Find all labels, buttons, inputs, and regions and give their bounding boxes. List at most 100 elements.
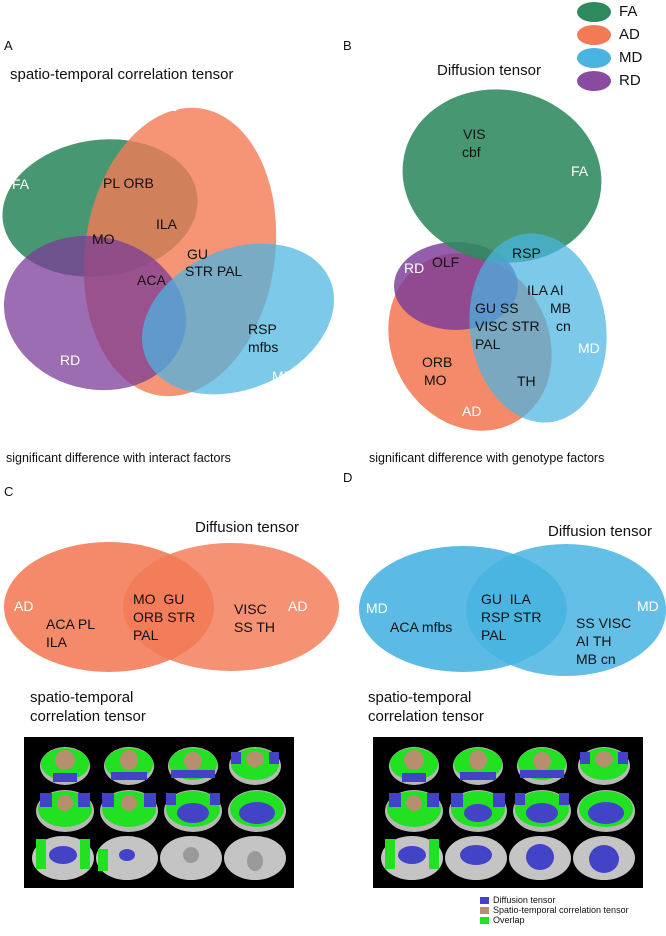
panel-d-title: Diffusion tensor xyxy=(548,523,652,540)
brain-slice xyxy=(577,790,635,832)
panel-a-label-ad: AD xyxy=(160,98,180,114)
panel-d-right-region: MB cn xyxy=(576,651,616,667)
panel-d-overlap-region: RSP STR xyxy=(481,609,542,625)
panel-b-label-rd: RD xyxy=(404,260,425,276)
panel-c-brain-slices xyxy=(24,737,294,888)
panel-a-region: GU xyxy=(187,246,208,262)
panel-b-label-fa: FA xyxy=(571,163,589,179)
panel-c-right-region: VISC xyxy=(234,601,267,617)
panel-b-letter: B xyxy=(343,38,352,53)
brain-slice xyxy=(578,747,630,785)
panel-d-overlap-region: GU ILA xyxy=(481,591,531,607)
panel-a-letter: A xyxy=(4,38,13,53)
panel-b-region: MO xyxy=(424,372,447,388)
brain-slice xyxy=(40,747,90,785)
panel-d-letter: D xyxy=(343,470,353,485)
panel-a-label-md: MD xyxy=(272,368,294,384)
brain-slice xyxy=(104,747,154,785)
panel-d-left-label: MD xyxy=(366,600,388,616)
panel-a-region: ACA xyxy=(137,272,166,288)
brain-row-1 xyxy=(389,747,630,785)
panel-a-region: mfbs xyxy=(248,339,279,355)
brain-slice xyxy=(229,747,281,785)
panel-c-right-region: SS TH xyxy=(234,619,275,635)
brain-slice xyxy=(168,747,218,785)
panel-b-region: GU SS xyxy=(475,300,519,316)
brain-slice xyxy=(36,790,94,832)
panel-b-region: VIS xyxy=(463,126,486,142)
panel-b-region: cbf xyxy=(462,144,481,160)
bottom-legend-label-spatio: Spatio-temporal correlation tensor xyxy=(493,905,629,915)
panel-c-overlap-region: MO GU xyxy=(133,591,185,607)
bottom-legend-swatch-spatio xyxy=(480,907,489,914)
panel-a-region: STR PAL xyxy=(185,263,243,279)
panel-c-right-ellipse xyxy=(123,543,339,671)
brain-slice xyxy=(449,790,507,832)
panel-c-bottom-title-line2: correlation tensor xyxy=(30,708,146,725)
panel-b-region: MB xyxy=(550,300,571,316)
legend-swatch-rd xyxy=(577,71,611,91)
legend-label-md: MD xyxy=(619,49,643,66)
panel-b-region: OLF xyxy=(432,254,460,270)
brain-slice xyxy=(453,747,503,785)
brain-slice xyxy=(228,790,286,832)
brain-row-3 xyxy=(32,836,286,880)
panel-b-region: TH xyxy=(517,373,536,389)
panel-c-title: Diffusion tensor xyxy=(195,519,299,536)
panel-b-title: Diffusion tensor xyxy=(437,62,541,79)
brain-row-3 xyxy=(381,836,635,880)
legend-label-rd: RD xyxy=(619,72,641,89)
panel-a-label-fa: FA xyxy=(12,176,30,192)
panel-d-right-region: SS VISC xyxy=(576,615,632,631)
panel-c-overlap-region: ORB STR xyxy=(133,609,196,625)
panel-b-region: ORB xyxy=(422,354,453,370)
panel-d-left-region: ACA mfbs xyxy=(390,619,453,635)
panel-b-region: RSP xyxy=(512,245,541,261)
brain-slice xyxy=(573,836,635,880)
brain-slice xyxy=(160,836,222,880)
brain-slice xyxy=(100,790,158,832)
brain-slice xyxy=(517,747,567,785)
panel-d-right-region: AI TH xyxy=(576,633,612,649)
brain-row-2 xyxy=(385,790,635,832)
panel-d-brain-svg xyxy=(381,747,635,880)
brain-slice xyxy=(224,836,286,880)
panel-a-region: MO xyxy=(92,231,115,247)
panel-a-rd-ellipse xyxy=(3,235,187,391)
brain-slice xyxy=(164,790,222,832)
legend-label-ad: AD xyxy=(619,26,640,43)
panel-c-overlap-region: PAL xyxy=(133,627,159,643)
panel-b-md-ellipse xyxy=(469,233,607,423)
panel-b-region: cn xyxy=(556,318,571,334)
panel-a-md-ellipse xyxy=(141,243,335,395)
brain-slice xyxy=(96,836,158,880)
brain-slice xyxy=(513,790,571,832)
legend-label-fa: FA xyxy=(619,3,638,20)
bottom-legend-swatch-diffusion xyxy=(480,897,489,904)
panel-b-label-ad: AD xyxy=(462,403,482,419)
panel-c-left-label: AD xyxy=(14,598,34,614)
brain-slice xyxy=(389,747,439,785)
brain-row-1 xyxy=(40,747,281,785)
panel-c-right-label: AD xyxy=(288,598,308,614)
panel-b-fa-ellipse xyxy=(402,89,602,263)
legend-swatch-md xyxy=(577,48,611,68)
panel-c-left-region: ILA xyxy=(46,634,68,650)
panel-b-label-md: MD xyxy=(578,340,600,356)
panel-a-caption: significant difference with interact fac… xyxy=(6,451,231,465)
panel-a-region: RSP xyxy=(248,321,277,337)
bottom-legend-swatch-overlap xyxy=(480,917,489,924)
brain-row-2 xyxy=(36,790,286,832)
panel-c-letter: C xyxy=(4,484,14,499)
panel-d-right-label: MD xyxy=(637,598,659,614)
panel-a-region: PL ORB xyxy=(103,175,154,191)
panel-c-bottom-title-line1: spatio-temporal xyxy=(30,689,134,706)
panel-b-region: VISC STR xyxy=(475,318,540,334)
panel-a-label-rd: RD xyxy=(60,352,81,368)
bottom-legend-label-diffusion: Diffusion tensor xyxy=(493,895,556,905)
brain-slice xyxy=(445,836,507,880)
panel-b-caption: significant difference with genotype fac… xyxy=(369,451,605,465)
